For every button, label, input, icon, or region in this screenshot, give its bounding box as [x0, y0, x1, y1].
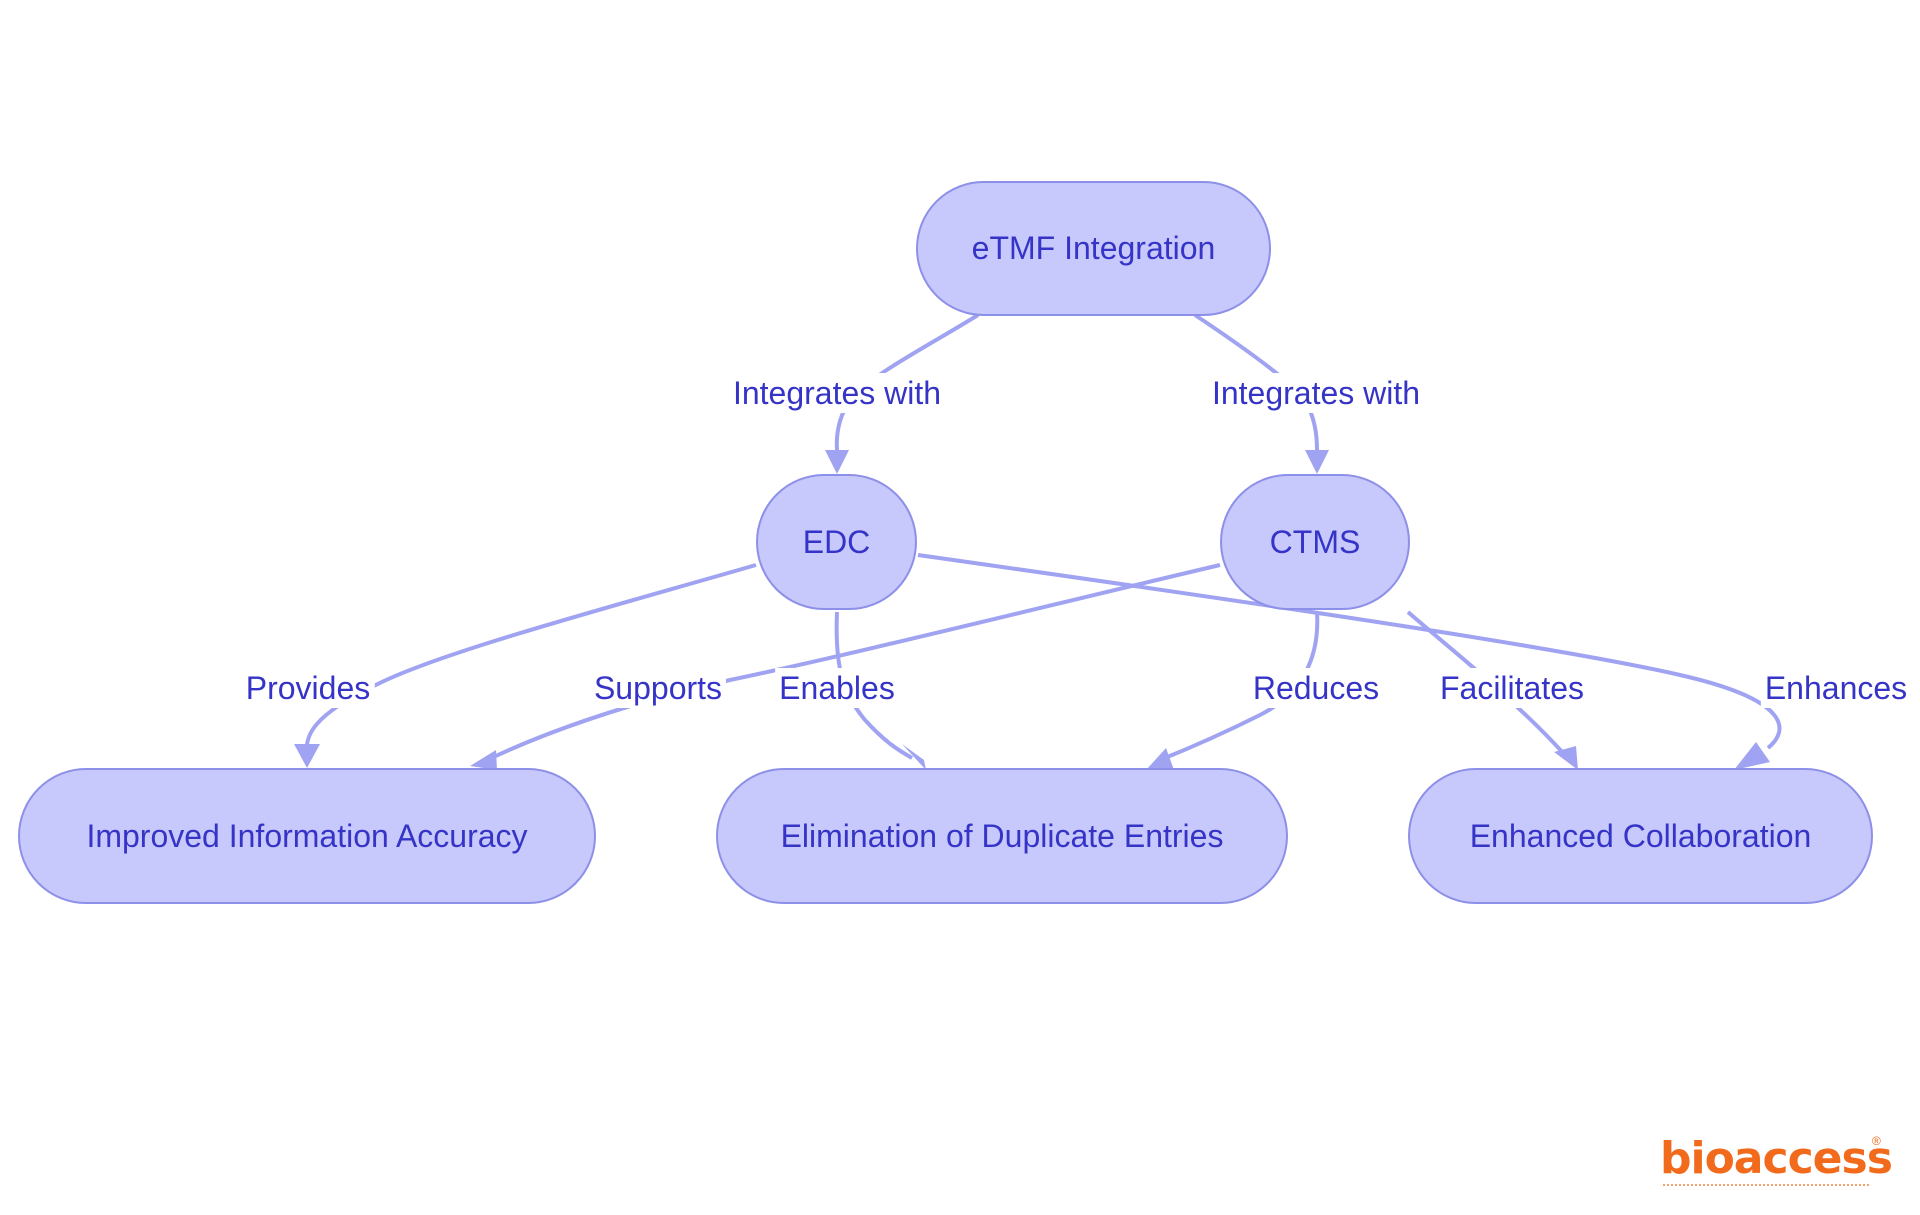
edge-edc-collaboration — [917, 553, 1782, 750]
arrowhead-duplicates-reduces — [1146, 748, 1174, 770]
edge-label-edc-duplicates: Enables — [775, 668, 899, 708]
arrowhead-accuracy-supports — [470, 750, 497, 770]
edge-label-ctms-duplicates: Reduces — [1248, 668, 1384, 708]
edge-label-etmf-edc: Integrates with — [728, 373, 946, 413]
edge-label-edc-collaboration: Enhances — [1760, 668, 1912, 708]
arrowhead-ctms — [1305, 450, 1329, 474]
arrowhead-collaboration-facilitates — [1554, 746, 1578, 770]
node-edc: EDC — [756, 474, 917, 610]
edge-edc-duplicates — [834, 611, 913, 760]
logo-wordmark: bioaccess — [1660, 1133, 1893, 1184]
node-elimination-of-duplicate-entries: Elimination of Duplicate Entries — [716, 768, 1288, 904]
node-enhanced-collaboration: Enhanced Collaboration — [1408, 768, 1873, 904]
arrowhead-duplicates-enables — [902, 744, 926, 770]
edge-edc-accuracy — [304, 563, 757, 753]
edge-ctms-duplicates — [1159, 611, 1320, 762]
edge-label-etmf-ctms: Integrates with — [1207, 373, 1425, 413]
edge-label-edc-accuracy: Provides — [241, 668, 375, 708]
bioaccess-logo: bioaccess ® — [1660, 1134, 1893, 1190]
arrowhead-edc — [825, 450, 849, 474]
edge-label-ctms-collaboration: Facilitates — [1435, 668, 1589, 708]
node-improved-information-accuracy: Improved Information Accuracy — [18, 768, 596, 904]
node-ctms: CTMS — [1220, 474, 1410, 610]
edge-ctms-accuracy — [486, 563, 1221, 762]
edge-label-ctms-accuracy: Supports — [589, 668, 727, 708]
arrowhead-collaboration-enhances — [1734, 742, 1770, 770]
logo-registered-mark: ® — [1872, 1134, 1881, 1148]
arrowhead-accuracy-provides — [294, 744, 320, 768]
node-etmf-integration: eTMF Integration — [916, 181, 1271, 316]
logo-tagline-decoration — [1663, 1184, 1869, 1189]
